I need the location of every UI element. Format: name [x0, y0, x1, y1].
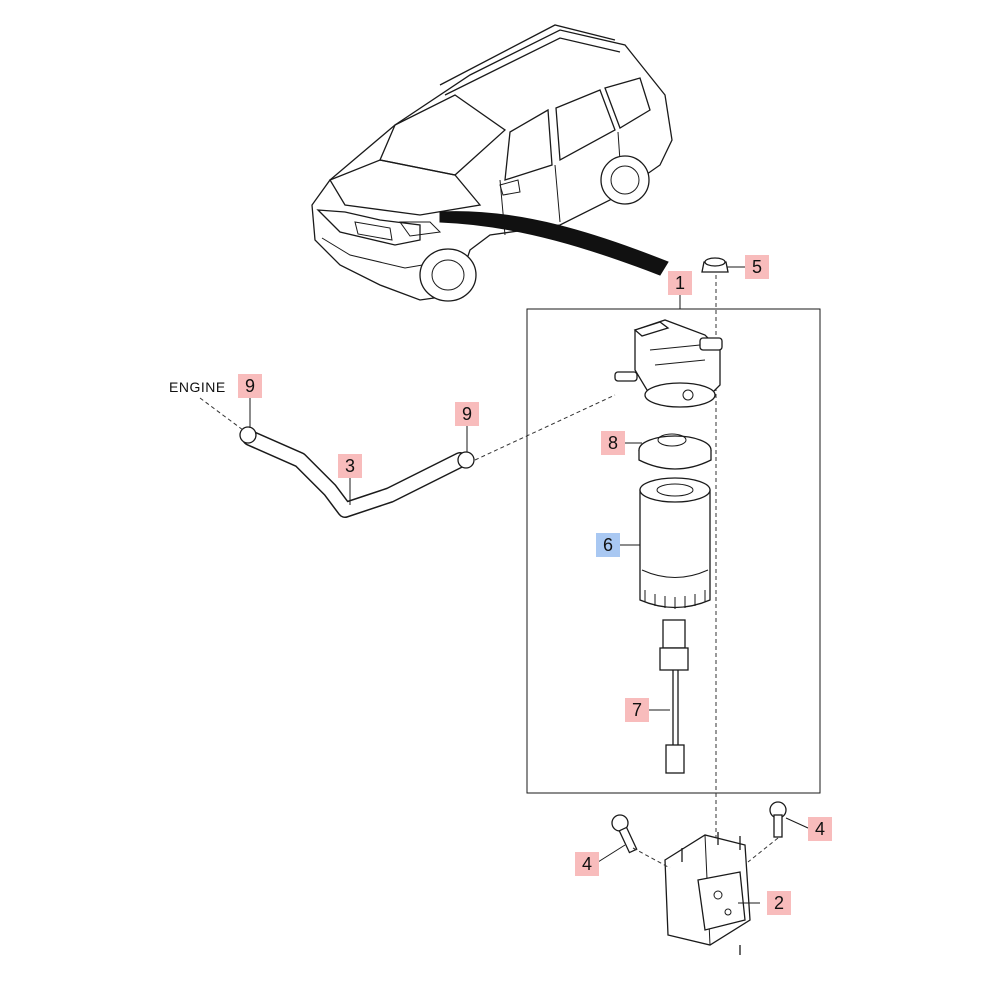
callout-9-engine[interactable]: 9 [238, 374, 262, 398]
mounting-bracket [664, 832, 751, 955]
callout-4-left[interactable]: 4 [575, 852, 599, 876]
location-pointer [439, 211, 669, 276]
callout-5[interactable]: 5 [745, 255, 769, 279]
seal-ring [638, 433, 712, 470]
nut [701, 257, 729, 273]
callout-7[interactable]: 7 [625, 698, 649, 722]
assembly-frame [526, 308, 821, 794]
engine-label: ENGINE [169, 379, 226, 395]
callout-9-filter[interactable]: 9 [455, 402, 479, 426]
callout-8[interactable]: 8 [601, 431, 625, 455]
vehicle-illustration [311, 24, 673, 302]
callout-6[interactable]: 6 [596, 533, 620, 557]
fuel-hose [239, 426, 475, 518]
bolt-left [611, 814, 638, 854]
callout-1[interactable]: 1 [668, 271, 692, 295]
callout-2[interactable]: 2 [767, 891, 791, 915]
callout-4-right[interactable]: 4 [808, 817, 832, 841]
callout-3[interactable]: 3 [338, 454, 362, 478]
bolt-right [769, 801, 787, 838]
fuel-filter-cartridge [639, 477, 711, 609]
water-sensor [659, 619, 689, 774]
filter-head [614, 319, 723, 408]
